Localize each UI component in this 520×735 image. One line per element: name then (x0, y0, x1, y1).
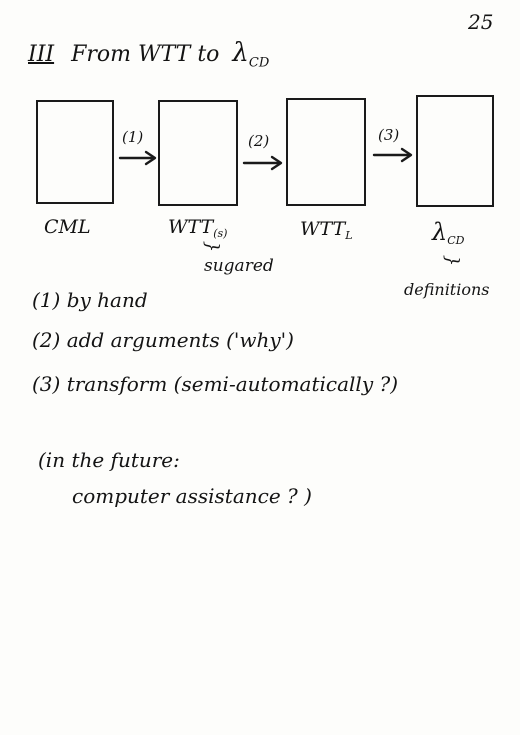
step-3: (3) transform (semi-automatically ?) (32, 372, 399, 396)
title-lambda: λ (232, 38, 249, 68)
arrow-3 (372, 147, 413, 163)
label-lambda-cd: λCD (432, 218, 465, 248)
label-lambda-sub: CD (447, 234, 465, 248)
page-number: 25 (468, 10, 494, 34)
box-cml (36, 100, 114, 204)
label-wtt-l: WTTL (300, 218, 353, 243)
label-wtt-sub-s: (s) (213, 227, 228, 241)
brace-definitions: { (441, 254, 463, 267)
step-2: (2) add arguments ('why') (32, 328, 294, 352)
box-lambda-cd (416, 95, 494, 207)
arrow-2-label: (2) (248, 132, 270, 150)
arrow-1 (118, 150, 157, 166)
title-text: From WTT to (71, 42, 220, 67)
label-cml: CML (44, 216, 91, 238)
future-note-line-2: computer assistance ? ) (72, 484, 312, 508)
step-1: (1) by hand (32, 288, 148, 312)
box-wtt-sugared (158, 100, 238, 206)
label-wtt-sub-l: L (345, 229, 353, 243)
box-wtt-l (286, 98, 366, 206)
note-definitions: definitions (404, 280, 490, 299)
arrow-3-label: (3) (378, 126, 400, 144)
brace-sugared: { (201, 240, 223, 253)
label-wtt-sugared: WTT(s) (168, 216, 228, 241)
arrow-1-label: (1) (122, 128, 144, 146)
page-title: III From WTT to λCD (28, 38, 269, 70)
future-note-line-1: (in the future: (38, 448, 180, 472)
title-lambda-sub: CD (248, 55, 270, 71)
arrow-2 (242, 155, 283, 171)
note-sugared: sugared (204, 256, 274, 276)
section-roman-numeral: III (28, 42, 55, 67)
